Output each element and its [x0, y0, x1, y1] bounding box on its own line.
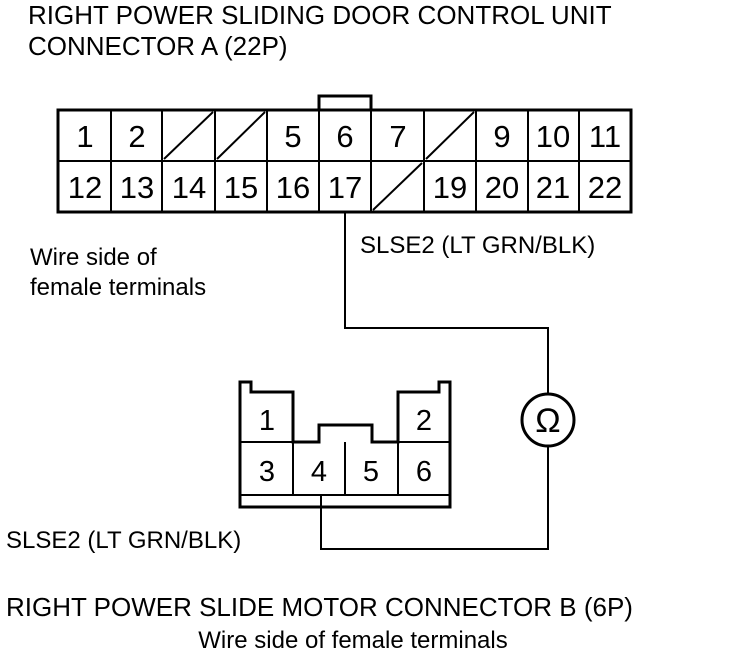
terminal-b-6: 6	[416, 456, 432, 488]
terminal-a-15: 15	[224, 170, 258, 205]
terminal-a-1: 1	[76, 119, 93, 154]
connector-b-title: RIGHT POWER SLIDE MOTOR CONNECTOR B (6P)	[6, 592, 633, 622]
connector-a-empty-cavity	[425, 111, 475, 160]
terminal-a-17: 17	[328, 170, 362, 205]
ohmmeter-icon: Ω	[520, 392, 576, 448]
connector-b	[238, 380, 452, 509]
test-lead-a17	[344, 212, 549, 395]
connector-a-empty-cavity	[163, 111, 214, 160]
ohm-symbol: Ω	[535, 402, 560, 440]
terminal-a-9: 9	[493, 119, 510, 154]
connector-a-wire-label: SLSE2 (LT GRN/BLK)	[360, 232, 595, 259]
terminal-b-5: 5	[363, 456, 379, 488]
terminal-a-2: 2	[128, 119, 145, 154]
terminal-a-5: 5	[284, 119, 301, 154]
terminal-b-1: 1	[259, 405, 275, 437]
terminal-a-13: 13	[120, 170, 154, 205]
terminal-a-16: 16	[276, 170, 310, 205]
connector-b-wire-label: SLSE2 (LT GRN/BLK)	[6, 527, 241, 554]
connector-a-empty-cavity	[372, 162, 423, 211]
terminal-b-4: 4	[311, 456, 327, 488]
connector-b-housing	[238, 380, 452, 509]
connector-a-title-line1: RIGHT POWER SLIDING DOOR CONTROL UNIT	[28, 0, 612, 30]
terminal-a-10: 10	[536, 119, 570, 154]
connector-b-terminals: 1 2 3 4 5 6	[259, 405, 432, 488]
connector-a-title-line2: CONNECTOR A (22P)	[28, 31, 288, 61]
terminal-a-19: 19	[433, 170, 467, 205]
connector-b-view: Wire side of female terminals	[198, 627, 507, 654]
connector-a-view-line1: Wire side of	[30, 244, 157, 271]
test-lead-b4	[320, 445, 549, 550]
terminal-a-22: 22	[588, 170, 622, 205]
terminal-b-3: 3	[259, 456, 275, 488]
terminal-a-11: 11	[589, 119, 621, 154]
terminal-a-12: 12	[68, 170, 102, 205]
connector-a-view-line2: female terminals	[30, 274, 206, 301]
terminal-a-21: 21	[536, 170, 570, 205]
terminal-a-7: 7	[389, 119, 406, 154]
connector-a-empty-cavity	[216, 111, 266, 160]
test-lead-wires	[320, 212, 549, 550]
connector-a-lock-tab	[317, 94, 373, 112]
terminal-a-20: 20	[485, 170, 519, 205]
terminal-a-14: 14	[172, 170, 206, 205]
terminal-b-2: 2	[416, 405, 432, 437]
terminal-a-6: 6	[336, 119, 353, 154]
connector-a-terminals: 1 2 5 6 7 9 10 11 12 13 14 15 16 17 19 2…	[68, 119, 622, 205]
